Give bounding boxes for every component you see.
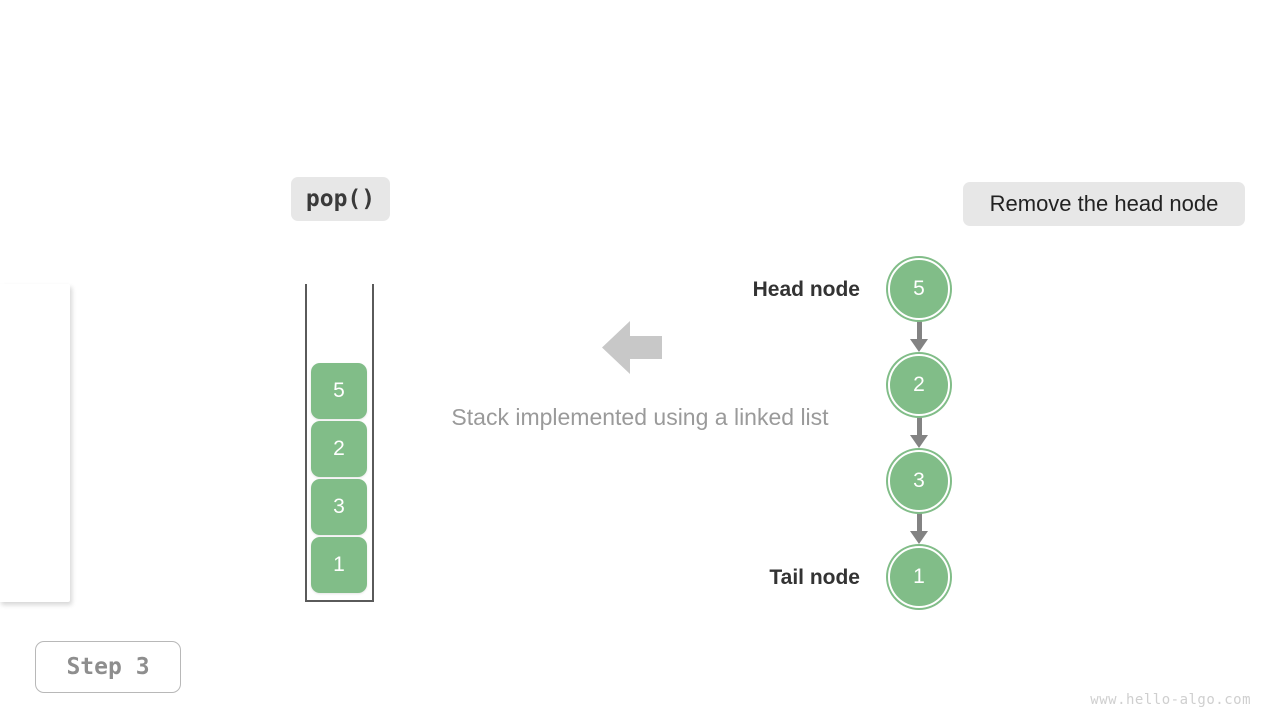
operation-badge: pop() [291,177,390,221]
stack-cell: 2 [311,421,367,477]
stack-wall-left [305,284,307,602]
left-block-arrow-icon [602,319,662,376]
link-connector [917,512,922,534]
stack-cell: 1 [311,537,367,593]
watermark: www.hello-algo.com [1090,692,1251,708]
stack-floor [305,600,374,602]
linked-list-node: 3 [888,450,950,512]
step-badge: Step 3 [35,641,181,693]
link-connector [917,320,922,342]
tail-node-label: Tail node [769,566,860,589]
head-node-label: Head node [752,278,860,301]
stack-wall-right [372,284,374,602]
link-arrowhead-icon [910,435,928,448]
link-arrowhead-icon [910,339,928,352]
diagram-caption: Stack implemented using a linked list [451,404,829,430]
stack-container [305,284,374,602]
stack-cell: 3 [311,479,367,535]
stack-container-shadow [0,284,70,602]
link-connector [917,416,922,438]
action-badge: Remove the head node [963,182,1245,226]
stack-cell: 5 [311,363,367,419]
link-arrowhead-icon [910,531,928,544]
linked-list-node: 2 [888,354,950,416]
linked-list-node: 1 [888,546,950,608]
linked-list-node: 5 [888,258,950,320]
